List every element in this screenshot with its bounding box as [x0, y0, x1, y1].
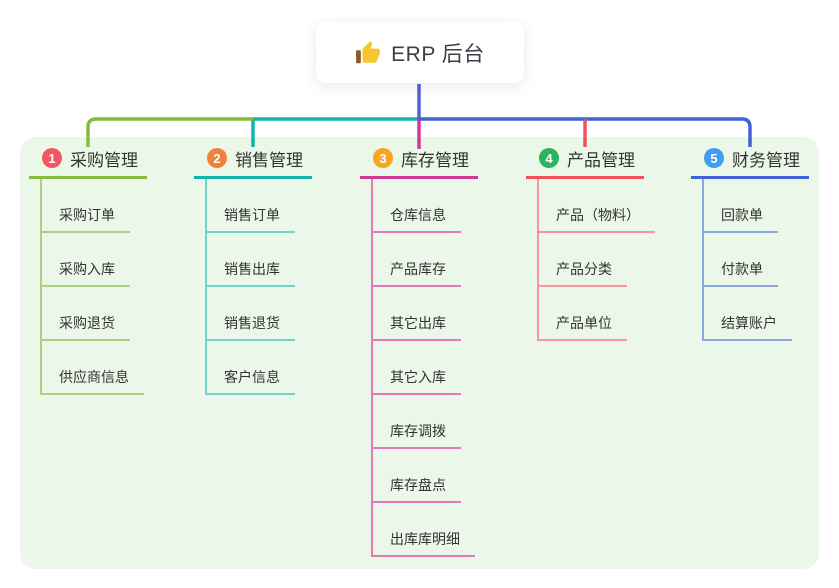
branch-title-label: 销售管理: [235, 150, 303, 170]
child-node[interactable]: 回款单: [704, 179, 778, 233]
child-node[interactable]: 采购订单: [42, 179, 130, 233]
branch-title[interactable]: 2 销售管理: [194, 148, 312, 179]
child-node[interactable]: 库存盘点: [373, 449, 461, 503]
child-node[interactable]: 采购退货: [42, 287, 130, 341]
branch-title[interactable]: 3 库存管理: [360, 148, 478, 179]
child-node[interactable]: 供应商信息: [42, 341, 144, 395]
child-node[interactable]: 仓库信息: [373, 179, 461, 233]
branch-title-label: 财务管理: [732, 150, 800, 170]
branch: 1 采购管理 采购订单采购入库采购退货供应商信息: [29, 148, 147, 395]
branch: 2 销售管理 销售订单销售出库销售退货客户信息: [194, 148, 312, 395]
branch-children: 仓库信息产品库存其它出库其它入库库存调拨库存盘点出库库明细: [371, 179, 475, 557]
branch-number-badge: 2: [207, 148, 227, 168]
child-node[interactable]: 客户信息: [207, 341, 295, 395]
child-node[interactable]: 产品单位: [539, 287, 627, 341]
child-node[interactable]: 结算账户: [704, 287, 792, 341]
child-node[interactable]: 产品（物料）: [539, 179, 655, 233]
background-panel: [20, 137, 819, 569]
branch-title-label: 采购管理: [70, 150, 138, 170]
child-node[interactable]: 产品库存: [373, 233, 461, 287]
child-node[interactable]: 销售订单: [207, 179, 295, 233]
child-node[interactable]: 产品分类: [539, 233, 627, 287]
branch-number-badge: 4: [539, 148, 559, 168]
branch-children: 产品（物料）产品分类产品单位: [537, 179, 655, 341]
child-node[interactable]: 销售退货: [207, 287, 295, 341]
branch-number-badge: 1: [42, 148, 62, 168]
root-node[interactable]: ERP 后台: [316, 22, 524, 83]
branch-title[interactable]: 1 采购管理: [29, 148, 147, 179]
root-label: ERP 后台: [391, 42, 485, 66]
branch-title-label: 产品管理: [567, 150, 635, 170]
branch: 4 产品管理 产品（物料）产品分类产品单位: [526, 148, 655, 341]
child-node[interactable]: 其它入库: [373, 341, 461, 395]
child-node[interactable]: 库存调拨: [373, 395, 461, 449]
child-node[interactable]: 付款单: [704, 233, 778, 287]
child-node[interactable]: 销售出库: [207, 233, 295, 287]
branch: 5 财务管理 回款单付款单结算账户: [691, 148, 809, 341]
child-node[interactable]: 采购入库: [42, 233, 130, 287]
branch-title-label: 库存管理: [401, 150, 469, 170]
branch-title[interactable]: 5 财务管理: [691, 148, 809, 179]
child-node[interactable]: 其它出库: [373, 287, 461, 341]
branch-children: 销售订单销售出库销售退货客户信息: [205, 179, 295, 395]
branch: 3 库存管理 仓库信息产品库存其它出库其它入库库存调拨库存盘点出库库明细: [360, 148, 478, 557]
thumbs-up-icon: [356, 40, 381, 63]
branch-title[interactable]: 4 产品管理: [526, 148, 644, 179]
branch-number-badge: 5: [704, 148, 724, 168]
branch-number-badge: 3: [373, 148, 393, 168]
child-node[interactable]: 出库库明细: [373, 503, 475, 557]
branch-children: 采购订单采购入库采购退货供应商信息: [40, 179, 144, 395]
branch-children: 回款单付款单结算账户: [702, 179, 792, 341]
